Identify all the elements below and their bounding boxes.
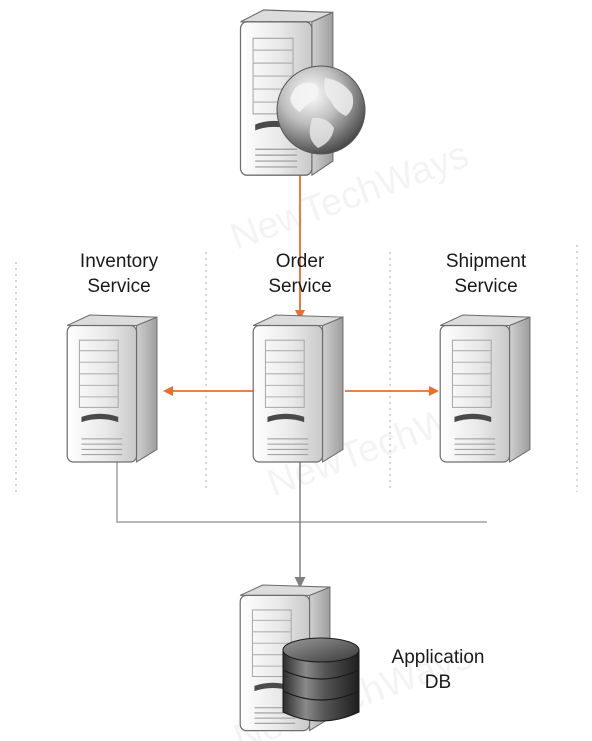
shipment-service-label-line2: Service: [454, 276, 517, 297]
database-icon: [282, 637, 360, 722]
inventory-server-icon: [66, 314, 158, 463]
shipment-server-icon: [439, 314, 531, 463]
database-label-line2: DB: [425, 672, 451, 693]
order-service-label-line1: Order: [276, 251, 325, 272]
db-connection-line: [116, 462, 487, 523]
order-service-label-line2: Service: [268, 276, 331, 297]
order-server-icon: [252, 314, 344, 463]
globe-icon: [276, 65, 366, 155]
shipment-service-label-line1: Shipment: [446, 251, 527, 272]
inventory-service-label-line2: Service: [87, 276, 150, 297]
inventory-service-label-line1: Inventory: [80, 251, 159, 272]
database-label-line1: Application: [392, 647, 485, 668]
